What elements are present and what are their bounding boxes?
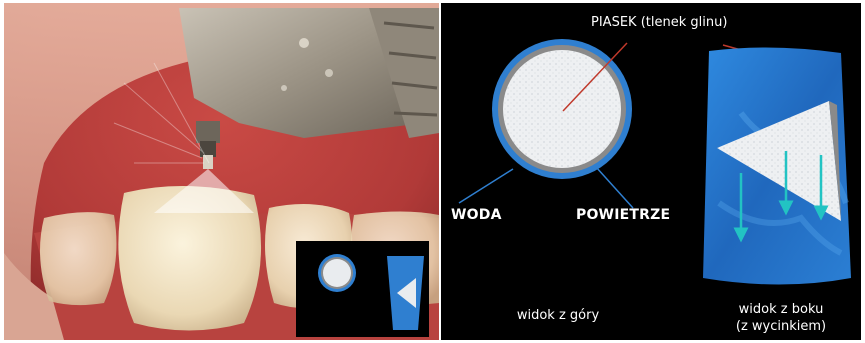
- water-label: WODA: [451, 207, 502, 223]
- air-label: POWIETRZE: [576, 207, 670, 223]
- water-pointer-line: [459, 169, 513, 203]
- abrasion-diagram-graphics: [441, 3, 861, 340]
- top-view-caption: widok z góry: [503, 307, 613, 324]
- side-view-caption-line1: widok z boku: [721, 301, 841, 318]
- dental-photo-illustration: [4, 3, 439, 340]
- sand-label: PIASEK (tlenek glinu): [591, 15, 727, 30]
- diagram-thumbnail: [296, 241, 429, 337]
- dental-photo: [4, 3, 439, 340]
- air-pointer-line: [596, 167, 633, 208]
- side-view-caption-line2: (z wycinkiem): [721, 318, 841, 335]
- side-view-caption: widok z boku (z wycinkiem): [721, 301, 841, 335]
- abrasion-diagram: PIASEK (tlenek glinu) WODA POWIETRZE wid…: [441, 3, 861, 340]
